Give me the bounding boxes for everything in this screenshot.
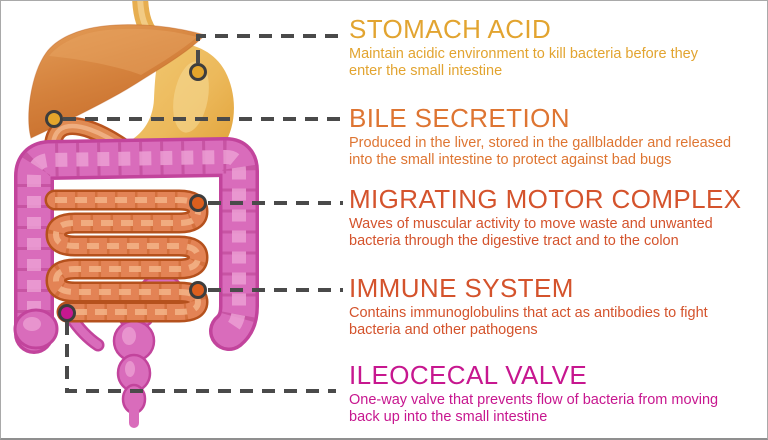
section-description: Contains immunoglobulins that act as ant… [349, 305, 765, 338]
section-description-line: back up into the small intestine [349, 408, 548, 425]
section-stomach-acid: STOMACH ACID Maintain acidic environment… [349, 14, 765, 79]
section-description-line: Produced in the liver, stored in the gal… [349, 135, 732, 151]
section-description: One-way valve that prevents flow of bact… [349, 392, 765, 425]
section-migrating-motor-complex: MIGRATING MOTOR COMPLEX Waves of muscula… [349, 184, 765, 249]
section-title: STOMACH ACID [349, 14, 552, 44]
section-title: BILE SECRETION [349, 103, 570, 133]
section-description-line: bacteria through the digestive tract and… [349, 232, 679, 249]
marker-migrating-motor-complex [189, 194, 207, 212]
section-immune-system: IMMUNE SYSTEM Contains immunoglobulins t… [349, 273, 765, 338]
section-description-line: One-way valve that prevents flow of bact… [349, 392, 719, 408]
connector-line-stomach-acid [196, 34, 343, 63]
marker-ileocecal-valve [58, 304, 76, 322]
section-description: Waves of muscular activity to move waste… [349, 216, 765, 249]
marker-immune-system [189, 281, 207, 299]
section-description-line: bacteria and other pathogens [349, 321, 538, 338]
section-description-line: Contains immunoglobulins that act as ant… [349, 305, 708, 321]
section-description-line: into the small intestine to protect agai… [349, 151, 672, 168]
section-description-line: enter the small intestine [349, 62, 503, 79]
connector-line-ileocecal-valve [65, 322, 336, 393]
liver-shape [28, 24, 206, 139]
section-title: MIGRATING MOTOR COMPLEX [349, 184, 742, 214]
marker-bile-secretion [45, 110, 63, 128]
section-description-line: Maintain acidic environment to kill bact… [349, 46, 698, 62]
section-description: Maintain acidic environment to kill bact… [349, 46, 765, 79]
section-description: Produced in the liver, stored in the gal… [349, 135, 765, 168]
section-ileocecal-valve: ILEOCECAL VALVE One-way valve that preve… [349, 360, 765, 425]
section-bile-secretion: BILE SECRETION Produced in the liver, st… [349, 103, 765, 168]
marker-stomach-acid [189, 63, 207, 81]
section-title: ILEOCECAL VALVE [349, 360, 588, 390]
colon-shape [13, 137, 259, 354]
section-description-line: Waves of muscular activity to move waste… [349, 216, 713, 232]
small-intestine-shape [44, 189, 209, 323]
section-title: IMMUNE SYSTEM [349, 273, 574, 303]
